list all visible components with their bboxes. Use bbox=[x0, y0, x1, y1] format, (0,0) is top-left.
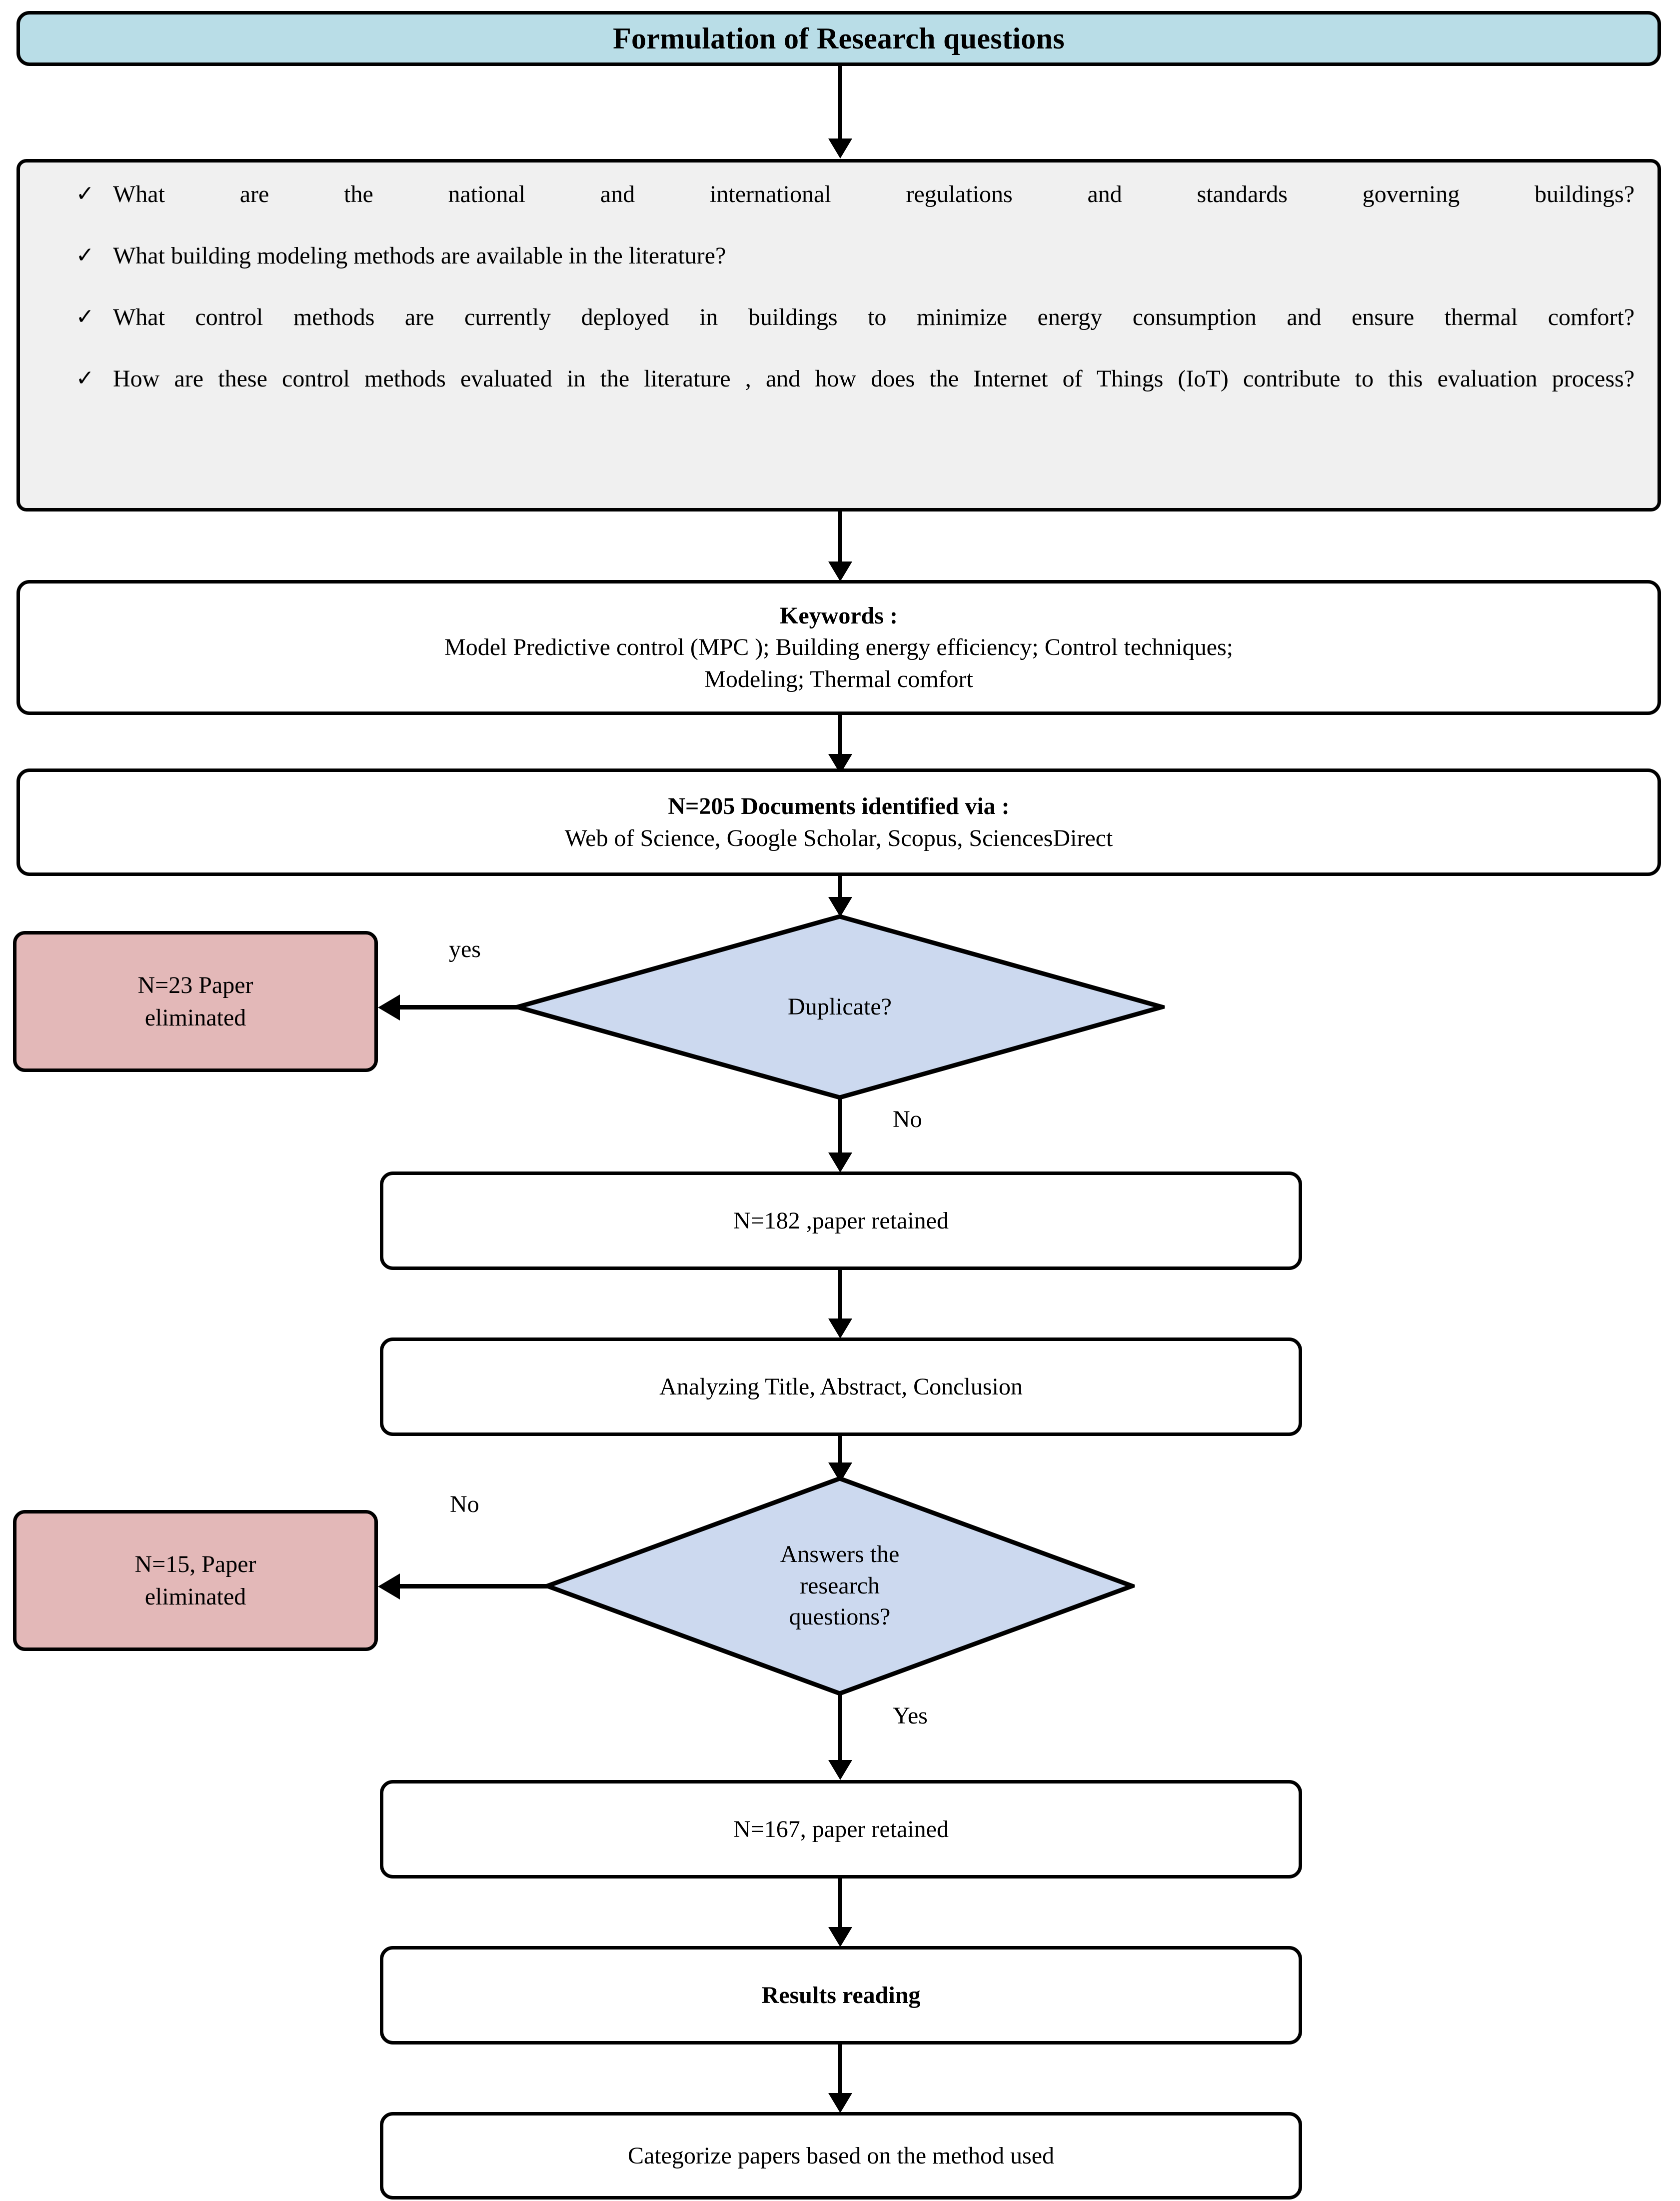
connector-title-to-questions bbox=[838, 66, 842, 138]
node-formulation-of-research-questions[interactable]: Formulation of Research questions bbox=[16, 11, 1661, 66]
categorize-label: Categorize papers based on the method us… bbox=[627, 2142, 1055, 2169]
edge-label-no-answers: No bbox=[450, 1491, 479, 1518]
connector-182-to-analyzing bbox=[838, 1270, 842, 1320]
research-question-text: What are the national and international … bbox=[113, 181, 1635, 208]
retained-167-label: N=167, paper retained bbox=[733, 1816, 949, 1842]
analyzing-label: Analyzing Title, Abstract, Conclusion bbox=[659, 1373, 1023, 1400]
diamond-shape bbox=[545, 1476, 1135, 1696]
diamond-shape bbox=[515, 914, 1165, 1100]
node-duplicate-decision[interactable]: Duplicate? bbox=[515, 914, 1165, 1100]
node-papers-retained-182[interactable]: N=182 ,paper retained bbox=[380, 1172, 1302, 1270]
eliminated-1-line-2: eliminated bbox=[144, 1004, 246, 1031]
research-question-text: What control methods are currently deplo… bbox=[113, 304, 1635, 330]
connector-answers-yes bbox=[838, 1695, 842, 1762]
checkmark-icon: ✓ bbox=[75, 182, 94, 206]
arrowhead-answers-no bbox=[378, 1574, 400, 1600]
answers-decision-label: Answers the research questions? bbox=[545, 1476, 1135, 1696]
arrowhead-questions-to-keywords bbox=[828, 562, 852, 582]
node-papers-retained-167[interactable]: N=167, paper retained bbox=[380, 1780, 1302, 1878]
node-analyzing-title-abstract-conclusion[interactable]: Analyzing Title, Abstract, Conclusion bbox=[380, 1338, 1302, 1436]
answers-decision-line-3: questions? bbox=[789, 1604, 891, 1630]
connector-results-to-categorize bbox=[838, 2044, 842, 2094]
node-documents-identified[interactable]: N=205 Documents identified via : Web of … bbox=[16, 768, 1661, 876]
connector-analyzing-to-answers bbox=[838, 1436, 842, 1465]
duplicate-decision-label: Duplicate? bbox=[788, 993, 892, 1020]
connector-167-to-results bbox=[838, 1878, 842, 1928]
keywords-heading: Keywords : bbox=[780, 602, 898, 629]
identified-heading: N=205 Documents identified via : bbox=[668, 793, 1010, 820]
edge-label-no-duplicate: No bbox=[893, 1106, 922, 1132]
connector-answers-no bbox=[400, 1584, 550, 1588]
node-keywords[interactable]: Keywords : Model Predictive control (MPC… bbox=[16, 580, 1661, 715]
eliminated-2-line-1: N=15, Paper bbox=[134, 1550, 256, 1578]
checkmark-icon: ✓ bbox=[75, 304, 94, 329]
results-reading-label: Results reading bbox=[761, 1982, 921, 2008]
arrowhead-duplicate-no bbox=[828, 1152, 852, 1172]
node-categorize-papers[interactable]: Categorize papers based on the method us… bbox=[380, 2112, 1302, 2200]
connector-questions-to-keywords bbox=[838, 512, 842, 562]
list-item: ✓ What building modeling methods are ava… bbox=[43, 241, 1635, 302]
list-item: ✓ What are the national and internationa… bbox=[43, 180, 1635, 240]
node-title-label: Formulation of Research questions bbox=[613, 22, 1065, 55]
node-research-questions[interactable]: ✓ What are the national and internationa… bbox=[16, 159, 1661, 512]
arrowhead-identified-to-duplicate bbox=[828, 897, 852, 917]
answers-decision-line-2: research bbox=[800, 1572, 880, 1599]
node-papers-eliminated-not-answering[interactable]: N=15, Paper eliminated bbox=[13, 1510, 378, 1651]
node-answers-research-questions-decision[interactable]: Answers the research questions? bbox=[545, 1476, 1135, 1696]
node-papers-eliminated-duplicates[interactable]: N=23 Paper eliminated bbox=[13, 931, 378, 1072]
answers-decision-line-1: Answers the bbox=[780, 1541, 900, 1568]
edge-label-yes-answers: Yes bbox=[893, 1702, 928, 1729]
checkmark-icon: ✓ bbox=[75, 242, 94, 268]
arrowhead-duplicate-yes bbox=[378, 994, 400, 1020]
edge-label-yes-duplicate: yes bbox=[449, 936, 481, 962]
eliminated-2-line-2: eliminated bbox=[144, 1584, 246, 1610]
connector-duplicate-yes bbox=[400, 1005, 522, 1010]
arrowhead-results-to-categorize bbox=[828, 2093, 852, 2113]
keywords-line-2: Modeling; Thermal comfort bbox=[704, 666, 973, 692]
identified-sources: Web of Science, Google Scholar, Scopus, … bbox=[564, 824, 1113, 852]
list-item: ✓ What control methods are currently dep… bbox=[43, 302, 1635, 363]
connector-identified-to-duplicate bbox=[838, 876, 842, 897]
node-results-reading[interactable]: Results reading bbox=[380, 1946, 1302, 2044]
retained-182-label: N=182 ,paper retained bbox=[733, 1207, 949, 1234]
eliminated-1-line-1: N=23 Paper bbox=[137, 972, 253, 998]
arrowhead-167-to-results bbox=[828, 1927, 852, 1947]
connector-keywords-to-identified bbox=[838, 715, 842, 754]
arrowhead-title-to-questions bbox=[828, 138, 852, 158]
keywords-line-1: Model Predictive control (MPC ); Buildin… bbox=[444, 634, 1233, 661]
research-question-text: How are these control methods evaluated … bbox=[113, 365, 1635, 392]
list-item: ✓ How are these control methods evaluate… bbox=[43, 364, 1635, 424]
connector-duplicate-no bbox=[838, 1099, 842, 1154]
research-question-text: What building modeling methods are avail… bbox=[113, 242, 726, 269]
arrowhead-answers-yes bbox=[828, 1760, 852, 1780]
arrowhead-182-to-analyzing bbox=[828, 1318, 852, 1338]
checkmark-icon: ✓ bbox=[75, 366, 94, 390]
research-questions-list: ✓ What are the national and internationa… bbox=[43, 180, 1635, 424]
